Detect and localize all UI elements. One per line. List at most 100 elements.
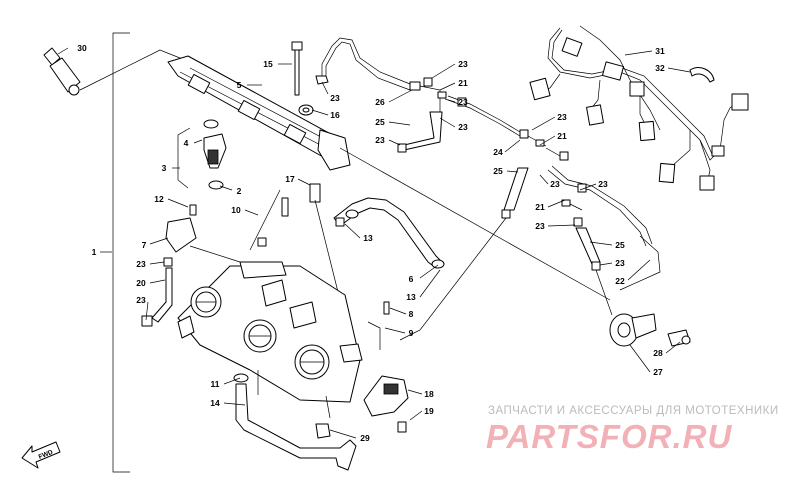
bracket-3 xyxy=(177,127,191,189)
callout-c6: 6 xyxy=(409,264,439,284)
callout-label: 22 xyxy=(615,276,625,286)
callout-label: 8 xyxy=(409,309,414,319)
callout-c13b: 13 xyxy=(406,269,441,302)
upper-vent-lines xyxy=(315,37,521,153)
callout-c30: 30 xyxy=(57,43,87,55)
callout-leader-line xyxy=(419,264,439,279)
callout-label: 13 xyxy=(406,292,416,302)
callout-leader-line xyxy=(149,237,169,245)
callout-leader-line xyxy=(665,341,681,354)
callout-leader-line xyxy=(311,109,329,116)
callout-c11: 11 xyxy=(211,377,241,389)
callout-leader-line xyxy=(629,344,651,373)
callout-label: 9 xyxy=(409,328,414,338)
callout-label: 6 xyxy=(409,274,414,284)
callout-label: 4 xyxy=(184,138,189,148)
callout-c17: 17 xyxy=(285,174,311,186)
callout-leader-line xyxy=(439,117,456,128)
part-29-clamp xyxy=(315,423,331,439)
callout-c28: 28 xyxy=(653,341,681,358)
callout-c23l: 23 xyxy=(599,258,625,268)
part-7-map-sensor xyxy=(165,217,241,263)
callout-label: 29 xyxy=(360,433,370,443)
assembly-bracket xyxy=(112,32,130,473)
part-15-bolt xyxy=(291,41,303,96)
callout-c24: 24 xyxy=(493,139,521,157)
callout-leader-line xyxy=(244,209,259,216)
callout-leader-line xyxy=(589,241,613,246)
part-11-clamp xyxy=(233,373,249,383)
callout-leader-line xyxy=(57,47,69,55)
right-vent-lines xyxy=(399,129,661,341)
callout-leader-line xyxy=(344,223,361,239)
callout-leader-line xyxy=(297,178,311,186)
callout-label: 23 xyxy=(136,295,146,305)
callout-c27: 27 xyxy=(629,344,663,377)
callout-leader-line xyxy=(444,98,456,103)
callout-leader-line xyxy=(388,89,413,103)
callout-label: 19 xyxy=(424,406,434,416)
callout-c25a: 25 xyxy=(375,117,411,127)
part-12-screw xyxy=(189,204,197,216)
callout-label: 23 xyxy=(458,122,468,132)
callout-c19: 19 xyxy=(409,406,434,421)
callout-c26: 26 xyxy=(375,89,413,107)
callout-c23j: 23 xyxy=(579,179,608,191)
callout-leader-line xyxy=(627,259,651,281)
callout-label: 21 xyxy=(458,78,468,88)
callout-layer: 3015523164321712107132320236138911141819… xyxy=(57,43,691,443)
callout-label: 12 xyxy=(154,194,164,204)
callout-c23f: 23 xyxy=(439,117,468,132)
callout-c31: 31 xyxy=(624,46,665,56)
part-8-screw xyxy=(383,301,390,315)
fwd-arrow: FWD xyxy=(21,441,61,469)
callout-c23h: 23 xyxy=(531,112,567,131)
callout-leader-line xyxy=(539,174,549,185)
callout-c7: 7 xyxy=(142,237,169,250)
callout-c23e: 23 xyxy=(444,97,468,107)
callout-c23d: 23 xyxy=(431,59,468,79)
callout-label: 25 xyxy=(493,166,503,176)
callout-leader-line xyxy=(506,170,519,173)
callout-leader-line xyxy=(167,198,189,208)
callout-label: 28 xyxy=(653,348,663,358)
part-27-regulator xyxy=(609,313,657,347)
part-32-clip xyxy=(689,67,715,83)
callout-c23c: 23 xyxy=(136,295,149,321)
callout-c15: 15 xyxy=(263,59,292,69)
callout-label: 15 xyxy=(263,59,273,69)
callout-c12: 12 xyxy=(154,194,189,208)
callout-leader-line xyxy=(547,199,566,208)
part-31-wiring-harness xyxy=(529,25,749,191)
callout-label: 3 xyxy=(162,163,167,173)
watermark-brand: PARTSFOR.RU xyxy=(486,418,733,455)
callout-label: 21 xyxy=(557,131,567,141)
callout-c23g: 23 xyxy=(375,135,401,146)
callout-c21c: 21 xyxy=(535,199,566,212)
callout-c23b: 23 xyxy=(136,259,165,269)
callout-c29: 29 xyxy=(329,429,370,443)
part-4-oring xyxy=(203,119,219,129)
callout-leader-line xyxy=(384,327,406,334)
callout-leader-line xyxy=(667,67,691,73)
watermark-subtitle: ЗАПЧАСТИ И АКСЕССУАРЫ ДЛЯ МОТОТЕХНИКИ xyxy=(488,405,779,417)
callout-label: 14 xyxy=(210,398,220,408)
callout-c5: 5 xyxy=(237,80,262,90)
callout-leader-line xyxy=(219,185,233,191)
callout-label: 23 xyxy=(615,258,625,268)
callout-label: 23 xyxy=(458,97,468,107)
part-6-vacuum-hose xyxy=(333,197,445,269)
callout-c18: 18 xyxy=(407,389,434,399)
callout-leader-line xyxy=(389,307,407,315)
callout-leader-line xyxy=(409,410,423,421)
callout-leader-line xyxy=(531,116,556,131)
part-2-oring xyxy=(208,180,224,190)
callout-c21a: 21 xyxy=(439,78,468,91)
callout-c16: 16 xyxy=(311,109,340,120)
callout-label: 23 xyxy=(598,179,608,189)
part-10-screw xyxy=(249,189,289,251)
callout-label: 23 xyxy=(535,221,545,231)
callout-c20: 20 xyxy=(136,278,166,288)
callout-label: 10 xyxy=(231,205,241,215)
